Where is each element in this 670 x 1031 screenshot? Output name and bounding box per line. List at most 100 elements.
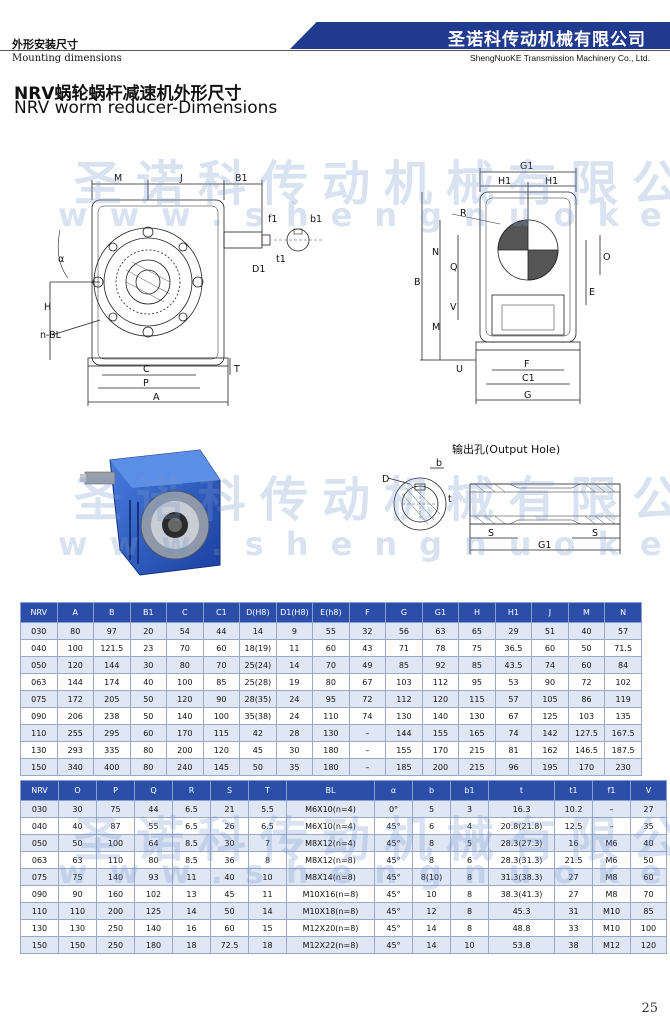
table-cell: 27 (630, 800, 667, 818)
table-cell: 50 (129, 690, 168, 708)
table-cell: 31.3(38.3) (488, 868, 555, 886)
table-cell: 75 (458, 639, 496, 657)
table-cell: 205 (93, 690, 131, 708)
table-cell: 42 (239, 724, 277, 742)
dim-label-h1-right: H1 (545, 176, 558, 187)
table-cell: 90 (202, 690, 241, 708)
column-header: B (93, 602, 131, 623)
table-cell: 85 (458, 656, 496, 674)
table-cell: 120 (630, 936, 667, 954)
table-cell: 96 (494, 758, 533, 776)
table-cell: 030 (20, 622, 58, 640)
product-photo (80, 449, 221, 576)
table-cell: 93 (134, 868, 173, 886)
dim-label-p: P (143, 378, 149, 389)
table-cell: 187.5 (604, 741, 642, 759)
table-cell: 10 (412, 885, 451, 903)
table-cell: 57 (604, 622, 642, 640)
table-cell: M8 (592, 885, 631, 903)
table-cell: 60 (210, 919, 249, 937)
table-cell: 11 (172, 868, 211, 886)
table-cell: M6 (592, 851, 631, 869)
table-cell: 5.5 (248, 800, 287, 818)
table-cell: M8X12(n=8) (286, 851, 375, 869)
table-cell: 119 (604, 690, 642, 708)
table-cell: 74 (531, 656, 569, 674)
column-header: E(h8) (312, 602, 350, 623)
dim-label-o: O (603, 252, 610, 263)
table-cell: M10X16(n=8) (286, 885, 375, 903)
table-cell: 110 (96, 851, 135, 869)
table-cell: 45° (374, 936, 413, 954)
table-cell: 85 (385, 656, 423, 674)
table-cell: 72.5 (210, 936, 249, 954)
table-cell: 45° (374, 817, 413, 835)
table-cell: 130 (20, 741, 58, 759)
table-cell: 85 (630, 902, 667, 920)
dim-label-b1-key: b1 (310, 214, 322, 225)
table-cell: 215 (458, 758, 496, 776)
table-cell: 120 (166, 690, 204, 708)
table-cell: 45° (374, 885, 413, 903)
table-cell: 30 (58, 800, 97, 818)
table-cell: 130 (58, 919, 97, 937)
table-cell: 67 (348, 673, 387, 691)
dim-label-c1: C1 (522, 373, 535, 384)
table-cell: 60 (531, 639, 569, 657)
table-cell: M8X14(n=8) (286, 868, 375, 886)
page-title-cn: NRV蜗轮蜗杆减速机外形尺寸 (14, 84, 242, 104)
table-cell: 10 (450, 936, 489, 954)
table-cell: 80 (56, 622, 95, 640)
table-cell: M12X22(n=8) (286, 936, 375, 954)
table-cell: – (348, 724, 387, 742)
column-header: H (458, 602, 496, 623)
dim-label-f1: f1 (268, 214, 277, 225)
table-cell: 170 (166, 724, 204, 742)
table-cell: 14 (412, 919, 451, 937)
table-cell: 0° (374, 800, 413, 818)
table-cell: 400 (93, 758, 131, 776)
table-cell: 135 (604, 707, 642, 725)
table-cell: 6.5 (172, 817, 211, 835)
table-cell: 155 (385, 741, 423, 759)
table-cell: 295 (93, 724, 131, 742)
table-cell: 150 (20, 936, 59, 954)
table-cell: 112 (385, 690, 423, 708)
column-header: A (56, 602, 95, 623)
company-name-cn: 圣诺科传动机械有限公司 (448, 30, 646, 50)
table-cell: 95 (458, 673, 496, 691)
table-cell: 65 (458, 622, 496, 640)
table-cell: 60 (567, 656, 606, 674)
table-cell: 105 (531, 690, 569, 708)
table-cell: 110 (20, 902, 59, 920)
table-cell: 8 (450, 868, 489, 886)
table-cell: 8 (450, 885, 489, 903)
dim-label-r: R (460, 208, 467, 219)
table-cell: 8 (412, 834, 451, 852)
table-cell: 120 (56, 656, 95, 674)
column-header: J (531, 602, 569, 623)
table-cell: 130 (385, 707, 423, 725)
table-cell: 293 (56, 741, 95, 759)
table-cell: 200 (166, 741, 204, 759)
table-cell: 14 (248, 902, 287, 920)
table-cell: 70 (202, 656, 241, 674)
dim-label-b1: B1 (235, 173, 248, 184)
column-header: H1 (494, 602, 533, 623)
column-header: B1 (129, 602, 168, 623)
table-cell: 53 (494, 673, 533, 691)
table-cell: 50 (239, 758, 277, 776)
table-cell: 74 (494, 724, 533, 742)
table-cell: M10 (592, 902, 631, 920)
table-cell: 70 (630, 885, 667, 903)
table-cell: 95 (312, 690, 350, 708)
table-cell: 14 (275, 656, 314, 674)
table-cell: 6 (412, 817, 451, 835)
table-cell: 71.5 (604, 639, 642, 657)
